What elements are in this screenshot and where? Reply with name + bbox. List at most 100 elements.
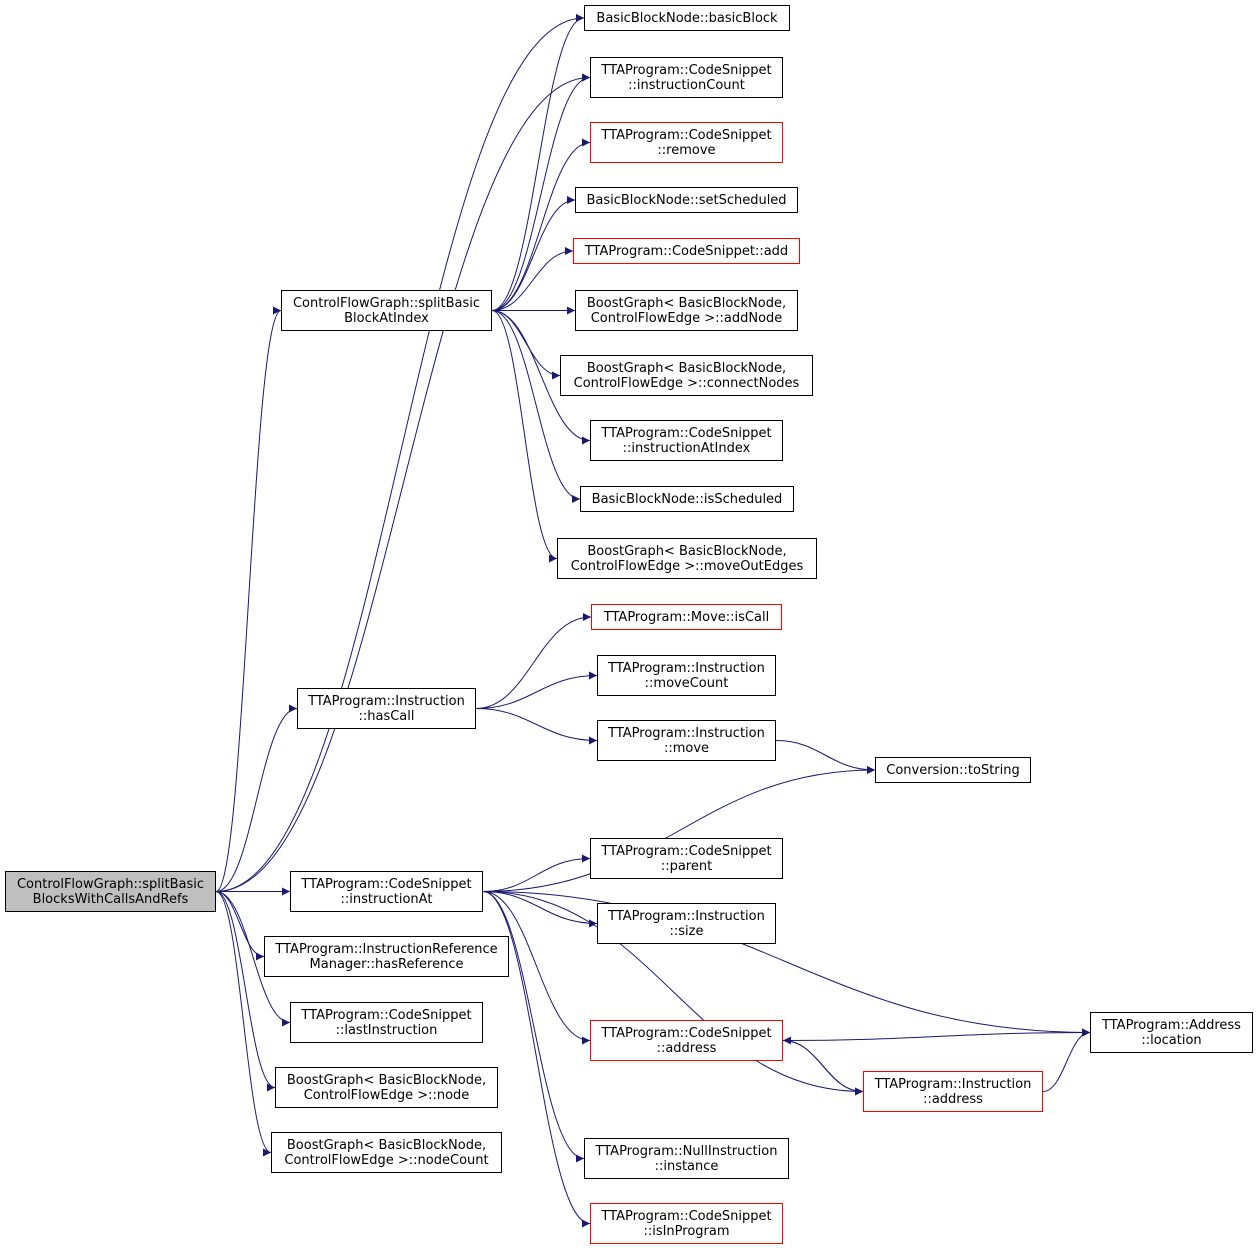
edge-instructionAt-to-nullInstance bbox=[482, 891, 585, 1163]
edge-splitBasicBlockAtIndex-to-instructionAtIndex bbox=[491, 310, 591, 445]
node-instruction-at[interactable]: TTAProgram::CodeSnippet::instructionAt bbox=[290, 871, 483, 912]
node-label-line: BlocksWithCallsAndRefs bbox=[32, 891, 189, 907]
node-label-line: ::parent bbox=[660, 858, 713, 874]
node-label-line: ControlFlowEdge >::connectNodes bbox=[573, 375, 800, 391]
edge-splitBasicBlockAtIndex-to-setScheduled bbox=[491, 196, 576, 311]
node-label-line: BoostGraph< BasicBlockNode, bbox=[586, 360, 787, 376]
node-label-line: ControlFlowEdge >::node bbox=[303, 1087, 470, 1103]
node-label-line: ::isInProgram bbox=[643, 1223, 730, 1239]
edge-splitBasicBlockAtIndex-to-basicBlock bbox=[491, 14, 585, 311]
node-parent[interactable]: TTAProgram::CodeSnippet::parent bbox=[590, 838, 783, 879]
edge-hasCall-to-isCall bbox=[475, 613, 592, 709]
node-connect-nodes[interactable]: BoostGraph< BasicBlockNode,ControlFlowEd… bbox=[560, 355, 813, 396]
node-label-line: Conversion::toString bbox=[886, 762, 1020, 778]
node-move[interactable]: TTAProgram::Instruction::move bbox=[597, 720, 776, 761]
node-label-line: BoostGraph< BasicBlockNode, bbox=[587, 543, 787, 559]
node-instruction-at-index[interactable]: TTAProgram::CodeSnippet::instructionAtIn… bbox=[590, 420, 783, 461]
node-instruction-count[interactable]: TTAProgram::CodeSnippet::instructionCoun… bbox=[590, 57, 783, 98]
node-label-line: TTAProgram::CodeSnippet bbox=[601, 1025, 772, 1041]
edge-root-to-nodeCount bbox=[215, 891, 272, 1157]
edge-splitBasicBlockAtIndex-to-isScheduled bbox=[491, 310, 581, 503]
edge-instructionAt-to-toString bbox=[482, 766, 876, 892]
node-basic-block[interactable]: BasicBlockNode::basicBlock bbox=[584, 5, 790, 31]
node-label-line: TTAProgram::Instruction bbox=[608, 908, 765, 924]
node-label-line: ::instructionAt bbox=[340, 891, 433, 907]
node-label-line: Manager::hasReference bbox=[309, 956, 464, 972]
node-set-scheduled[interactable]: BasicBlockNode::setScheduled bbox=[575, 187, 798, 213]
node-label-line: BoostGraph< BasicBlockNode, bbox=[286, 1072, 487, 1088]
node-label-line: TTAProgram::Instruction bbox=[608, 660, 765, 676]
node-label-line: ControlFlowEdge >::nodeCount bbox=[284, 1152, 489, 1168]
node-label-line: ::instance bbox=[654, 1158, 719, 1174]
edge-instrAddress-to-csAddress bbox=[782, 1036, 864, 1092]
node-label-line: TTAProgram::Instruction bbox=[874, 1076, 1032, 1092]
edge-root-to-splitBasicBlockAtIndex bbox=[215, 306, 282, 892]
node-add-node[interactable]: BoostGraph< BasicBlockNode,ControlFlowEd… bbox=[575, 290, 798, 331]
node-label-line: ::hasCall bbox=[358, 708, 415, 724]
edge-root-to-node bbox=[215, 891, 276, 1092]
node-boost-graph-node-count[interactable]: BoostGraph< BasicBlockNode,ControlFlowEd… bbox=[271, 1132, 502, 1173]
node-is-in-program[interactable]: TTAProgram::CodeSnippet::isInProgram bbox=[590, 1203, 783, 1244]
node-last-instruction[interactable]: TTAProgram::CodeSnippet::lastInstruction bbox=[290, 1002, 483, 1043]
node-label-line: TTAProgram::CodeSnippet bbox=[601, 62, 772, 78]
edge-hasCall-to-moveCount bbox=[475, 671, 598, 709]
node-has-call[interactable]: TTAProgram::Instruction::hasCall bbox=[297, 688, 476, 729]
node-move-count[interactable]: TTAProgram::Instruction::moveCount bbox=[597, 655, 776, 696]
node-label-line: TTAProgram::CodeSnippet bbox=[601, 1208, 772, 1224]
edge-instructionAt-to-csAddress bbox=[482, 891, 591, 1045]
node-label-line: ::lastInstruction bbox=[335, 1022, 438, 1038]
node-label-line: BlockAtIndex bbox=[344, 310, 429, 326]
edge-instructionAt-to-instrAddress bbox=[482, 891, 864, 1096]
node-label-line: TTAProgram::InstructionReference bbox=[275, 941, 498, 957]
node-remove[interactable]: TTAProgram::CodeSnippet::remove bbox=[590, 122, 783, 163]
edge-instructionAt-to-parent bbox=[482, 854, 591, 892]
node-label-line: ::size bbox=[669, 923, 704, 939]
node-label-line: BasicBlockNode::setScheduled bbox=[586, 192, 787, 208]
node-is-call[interactable]: TTAProgram::Move::isCall bbox=[591, 604, 782, 630]
node-to-string[interactable]: Conversion::toString bbox=[875, 757, 1031, 783]
node-label-line: ::move bbox=[663, 740, 710, 756]
node-label-line: ::address bbox=[923, 1091, 983, 1107]
edge-root-to-instructionCount bbox=[215, 73, 591, 892]
node-label-line: TTAProgram::CodeSnippet::add bbox=[584, 243, 789, 259]
node-address-location[interactable]: TTAProgram::Address::location bbox=[1090, 1012, 1253, 1053]
node-label-line: TTAProgram::Instruction bbox=[608, 725, 765, 741]
edge-move-to-toString bbox=[775, 740, 876, 774]
node-label-line: TTAProgram::Address bbox=[1102, 1017, 1241, 1033]
edge-root-to-hasCall bbox=[215, 704, 298, 892]
node-code-snippet-address[interactable]: TTAProgram::CodeSnippet::address bbox=[590, 1020, 783, 1061]
edge-splitBasicBlockAtIndex-to-instructionCount bbox=[491, 73, 591, 311]
node-label-line: ::location bbox=[1141, 1032, 1202, 1048]
edge-root-to-lastInstruction bbox=[215, 891, 291, 1027]
node-label-line: BoostGraph< BasicBlockNode, bbox=[586, 295, 787, 311]
node-label-line: TTAProgram::Move::isCall bbox=[603, 609, 770, 625]
node-label-line: TTAProgram::CodeSnippet bbox=[601, 425, 772, 441]
node-label-line: ::remove bbox=[657, 142, 716, 158]
node-is-scheduled[interactable]: BasicBlockNode::isScheduled bbox=[580, 486, 794, 512]
edge-instructionAt-to-isInProgram bbox=[482, 891, 591, 1228]
node-move-out-edges[interactable]: BoostGraph< BasicBlockNode,ControlFlowEd… bbox=[557, 538, 817, 579]
node-add[interactable]: TTAProgram::CodeSnippet::add bbox=[573, 238, 800, 264]
node-label-line: BasicBlockNode::isScheduled bbox=[591, 491, 783, 507]
node-size[interactable]: TTAProgram::Instruction::size bbox=[597, 903, 776, 944]
node-label-line: TTAProgram::NullInstruction bbox=[595, 1143, 778, 1159]
node-label-line: ControlFlowEdge >::addNode bbox=[590, 310, 783, 326]
edge-hasCall-to-move bbox=[475, 708, 598, 745]
node-label-line: ::address bbox=[656, 1040, 717, 1056]
node-label-line: ControlFlowGraph::splitBasic bbox=[16, 876, 205, 892]
edge-splitBasicBlockAtIndex-to-moveOutEdges bbox=[491, 310, 558, 563]
node-null-instruction-instance[interactable]: TTAProgram::NullInstruction::instance bbox=[584, 1138, 789, 1179]
node-label-line: ::instructionCount bbox=[628, 77, 745, 93]
node-label-line: TTAProgram::CodeSnippet bbox=[601, 127, 772, 143]
node-boost-graph-node[interactable]: BoostGraph< BasicBlockNode,ControlFlowEd… bbox=[275, 1067, 498, 1108]
edge-instructionAt-to-size bbox=[482, 891, 598, 928]
edge-root-to-basicBlock bbox=[215, 14, 585, 892]
node-instruction-address[interactable]: TTAProgram::Instruction::address bbox=[863, 1071, 1043, 1112]
edge-instrAddress-to-location bbox=[1042, 1028, 1091, 1092]
node-label-line: TTAProgram::CodeSnippet bbox=[301, 1007, 472, 1023]
